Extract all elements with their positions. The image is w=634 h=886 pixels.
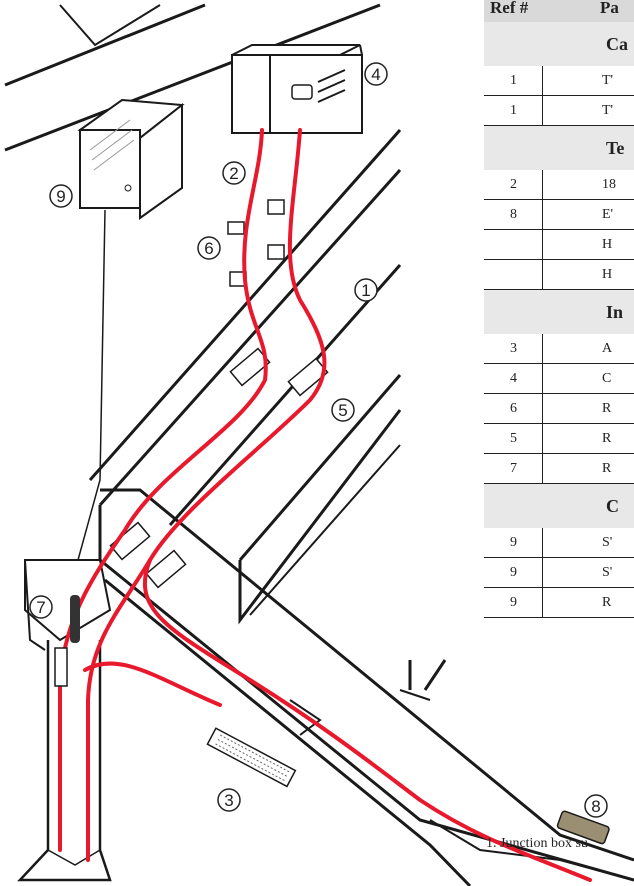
row-ref: 5	[510, 430, 517, 446]
row-part: 18	[602, 176, 616, 192]
callout-2: 2	[222, 161, 246, 185]
probe-icon	[70, 595, 80, 643]
row-ref: 4	[510, 370, 517, 386]
heating-cables	[58, 128, 592, 882]
callout-6-label: 6	[204, 239, 213, 258]
footnote: 1. Junction box su	[486, 836, 588, 851]
gutter-heater-icon	[206, 727, 297, 788]
row-part: R	[602, 400, 612, 416]
row-part: S'	[602, 564, 613, 580]
row-part: C	[602, 370, 612, 386]
table-row: 1 T'	[484, 66, 634, 96]
callout-1: 1	[354, 278, 378, 302]
control-box-icon	[231, 44, 363, 134]
table-section-header: In	[484, 290, 634, 334]
section-title: In	[606, 301, 624, 322]
row-ref: 1	[510, 102, 517, 118]
row-ref: 9	[510, 534, 517, 550]
table-section-header: C	[484, 484, 634, 528]
junction-box-icon	[77, 98, 185, 561]
row-ref: 8	[510, 206, 517, 222]
row-ref: 9	[510, 594, 517, 610]
row-part: R	[602, 594, 612, 610]
callout-8: 8	[584, 794, 608, 818]
row-part: T'	[602, 72, 614, 88]
callout-3: 3	[217, 788, 241, 812]
row-ref: 2	[510, 176, 517, 192]
row-part: S'	[602, 534, 613, 550]
table-row: H	[484, 230, 634, 260]
table-row: 2 18	[484, 170, 634, 200]
gutter-brackets	[109, 347, 329, 589]
row-ref: 6	[510, 400, 517, 416]
table-row: H	[484, 260, 634, 290]
table-row: 8 E'	[484, 200, 634, 230]
callout-8-label: 8	[591, 797, 600, 816]
row-ref: 9	[510, 564, 517, 580]
table-section-header: Ca	[484, 22, 634, 66]
section-title: Ca	[606, 33, 628, 54]
sensor-icon	[54, 647, 68, 687]
callout-9-label: 9	[56, 187, 65, 206]
row-part: H	[602, 266, 613, 282]
callout-5: 5	[331, 398, 355, 422]
table-row: 1 T'	[484, 96, 634, 126]
header-part: Pa	[600, 0, 619, 17]
table-header: Ref # Pa	[484, 0, 634, 22]
callout-1-label: 1	[361, 281, 370, 300]
section-title: Te	[606, 137, 625, 158]
callout-5-label: 5	[338, 401, 347, 420]
row-part: T'	[602, 102, 614, 118]
callout-9: 9	[49, 184, 73, 208]
callout-7-label: 7	[36, 598, 45, 617]
callout-2-label: 2	[229, 164, 238, 183]
table-row: 9 S'	[484, 528, 634, 558]
table-row: 9 S'	[484, 558, 634, 588]
row-part: H	[602, 236, 613, 252]
end-seal-icon	[556, 810, 610, 845]
row-part: R	[602, 430, 612, 446]
callouts: 1 2 3 4 5 6 7 8 9	[29, 62, 608, 818]
row-part: E'	[602, 206, 614, 222]
header-ref: Ref #	[490, 0, 529, 17]
row-ref: 1	[510, 72, 517, 88]
row-ref: 7	[510, 460, 517, 476]
row-part: R	[602, 460, 612, 476]
section-title: C	[606, 495, 619, 516]
row-ref: 3	[510, 340, 517, 356]
callout-6: 6	[197, 236, 221, 260]
roof-structure	[4, 3, 634, 886]
callout-3-label: 3	[224, 791, 233, 810]
row-part: A	[602, 340, 613, 356]
callout-7: 7	[29, 595, 53, 619]
callout-4-label: 4	[371, 65, 380, 84]
callout-4: 4	[364, 62, 388, 86]
table-section-header: Te	[484, 126, 634, 170]
cable-clips	[227, 199, 285, 287]
